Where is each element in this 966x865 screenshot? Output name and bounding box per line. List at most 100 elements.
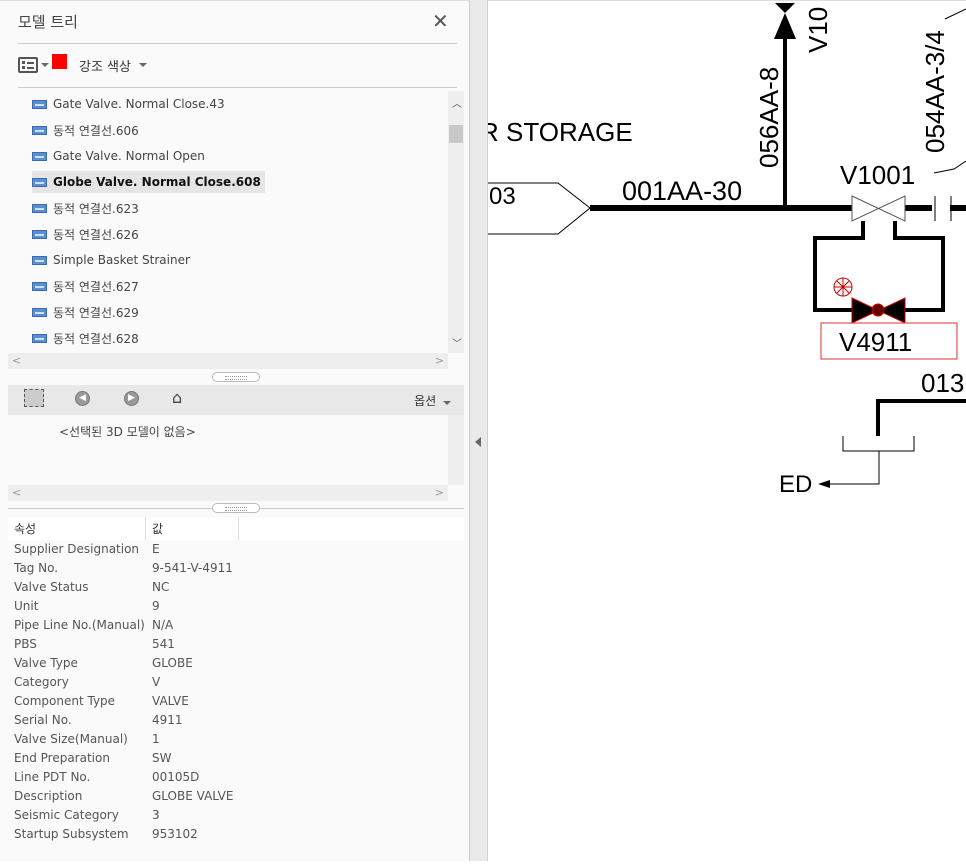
property-value: GLOBE [152,656,193,670]
arrow-left-icon [818,480,830,488]
options-dropdown[interactable]: 옵션 [414,392,454,409]
tree-horizontal-scrollbar[interactable]: <> [8,353,448,369]
tree-item[interactable]: 동적 연결선.606 [32,119,139,141]
drain-pipe[interactable] [876,399,966,436]
property-value: 1 [152,732,160,746]
3d-toolbar: ◀ ▶ ⌂ 옵션 [8,385,464,415]
tree-item[interactable]: Globe Valve. Normal Close.608 [32,171,265,193]
tree-item[interactable]: 동적 연결선.627 [32,275,139,297]
property-value: NC [152,580,170,594]
property-value: 541 [152,637,175,651]
property-row[interactable]: Valve Size(Manual)1 [8,730,464,749]
panel-title: 모델 트리 [18,13,78,31]
tree-item[interactable]: 동적 연결선.626 [32,223,139,245]
property-row[interactable]: End Preparation SW [8,749,464,768]
property-row[interactable]: Tag No.9-541-V-4911 [8,559,464,578]
back-icon[interactable]: ◀ [75,391,90,406]
drain-line [830,451,880,485]
tree-item[interactable]: 동적 연결선.628 [32,327,139,349]
line-fragment [944,8,966,20]
property-name: Category [14,675,69,689]
property-name: End Preparation [14,751,110,765]
valve2-label: V4911 [839,327,912,357]
header-property[interactable]: 속성 [14,522,37,536]
splitter-handle[interactable] [212,503,260,513]
node-icon [32,151,47,161]
property-row[interactable]: Line PDT No.00105D [8,768,464,787]
offpage-label: 03 [489,183,516,210]
selection-box [820,322,958,360]
property-value: E [152,542,160,556]
chevron-down-icon[interactable] [138,63,147,67]
chevron-down-icon[interactable] [41,63,49,67]
tree-item[interactable]: Gate Valve. Normal Open [32,145,205,167]
tree-item-label: Gate Valve. Normal Close.43 [53,97,225,111]
tree-item[interactable]: 동적 연결선.629 [32,301,139,323]
property-value: 3 [152,808,160,822]
add-snapshot-icon[interactable] [24,389,44,407]
panel-collapse-strip[interactable] [470,0,488,861]
globe-valve-body [871,303,885,317]
property-name: Pipe Line No.(Manual) [14,618,145,632]
node-icon [32,333,47,343]
tree-item-label: 동적 연결선.628 [53,331,139,346]
property-name: Description [14,789,83,803]
property-value: SW [152,751,172,765]
node-icon [32,99,47,109]
tree-item-label: Globe Valve. Normal Close.608 [53,175,261,189]
highlight-color-swatch[interactable] [52,53,67,69]
home-icon[interactable]: ⌂ [172,388,183,407]
property-value: 4911 [152,713,183,727]
highlight-color-dropdown[interactable]: 강조 색상 [79,59,131,75]
tree-vertical-scrollbar[interactable]: ︿ ﹀ [448,91,464,353]
tree-item[interactable]: Simple Basket Strainer [32,249,190,271]
vertical-scrollbar[interactable] [448,415,464,485]
divider [18,87,457,88]
diagram-canvas[interactable]: R STORAGE 03 001AA-30 056AA-8 V10 054AA-… [480,0,966,861]
divider [18,43,457,44]
close-icon[interactable]: ✕ [432,9,449,33]
collapse-left-icon[interactable] [475,437,481,447]
model-tree-panel: 모델 트리 ✕ 강조 색상 ︿ ﹀ <> Gate Valve. Normal … [0,0,470,861]
actuator-spokes [834,278,852,296]
node-icon [32,255,47,265]
gate-valve-v1001[interactable] [851,195,906,222]
scroll-down-icon[interactable]: ﹀ [452,339,462,350]
bypass-pipe[interactable] [813,221,865,312]
bypass-pipe[interactable] [893,221,945,312]
scroll-thumb[interactable] [449,125,463,143]
property-row[interactable]: Serial No.4911 [8,711,464,730]
forward-icon[interactable]: ▶ [124,391,139,406]
tree-item[interactable]: Gate Valve. Normal Close.43 [32,93,225,115]
property-row[interactable]: Pipe Line No.(Manual)N/A [8,616,464,635]
node-icon [32,177,47,187]
horizontal-scrollbar[interactable]: <> [8,485,448,501]
line-fragment [933,160,966,174]
node-icon [32,203,47,213]
property-value: 9 [152,599,160,613]
storage-label: R STORAGE [488,117,633,147]
line013-label: 013 [921,368,964,398]
tree-toolbar: 강조 색상 [18,53,150,77]
tree-item[interactable]: 동적 연결선.623 [32,197,139,219]
tree-item-label: 동적 연결선.623 [53,201,139,216]
side-line-label: 054AA-3/4 [920,30,950,153]
scroll-up-icon[interactable]: ︿ [452,99,462,110]
list-view-icon[interactable] [18,57,38,73]
property-name: PBS [14,637,37,651]
main-line-label: 001AA-30 [622,176,742,206]
splitter-handle[interactable] [212,372,260,382]
header-value[interactable]: 값 [152,522,164,536]
property-row[interactable]: PBS 541 [8,635,464,654]
property-value: VALVE [152,694,189,708]
property-name: Tag No. [14,561,59,575]
